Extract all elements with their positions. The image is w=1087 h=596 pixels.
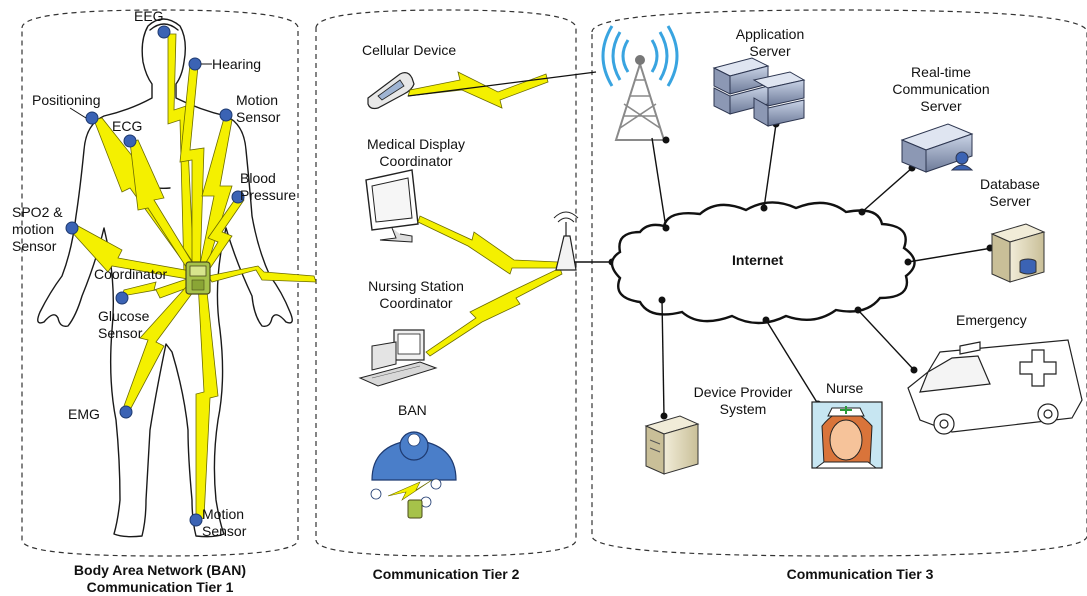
label-hearing: Hearing xyxy=(212,56,262,72)
label-application-server: Application Server xyxy=(735,26,805,59)
tier1-caption: Body Area Network (BAN) Communication Ti… xyxy=(73,562,247,595)
label-motion-upper: Motion Sensor xyxy=(236,92,281,125)
application-server-icon xyxy=(712,57,806,127)
sensor-hearing xyxy=(188,57,202,71)
cell-tower-icon xyxy=(601,25,679,141)
label-coordinator: Coordinator xyxy=(94,266,168,282)
label-medical-display: Medical Display Coordinator xyxy=(366,136,466,169)
label-emergency: Emergency xyxy=(956,312,1027,328)
label-positioning: Positioning xyxy=(32,92,101,108)
sensor-eeg xyxy=(157,25,171,39)
sensor-glucose xyxy=(115,291,129,305)
nurse-icon xyxy=(811,401,883,469)
tier3-caption: Communication Tier 3 xyxy=(786,566,934,582)
tier2-caption: Communication Tier 2 xyxy=(372,566,520,582)
ban-person-icon xyxy=(370,431,457,519)
label-emg: EMG xyxy=(68,406,100,422)
internet-links xyxy=(651,123,993,417)
label-ban: BAN xyxy=(398,402,427,418)
sensor-positioning xyxy=(85,111,99,125)
label-nursing-station: Nursing Station Coordinator xyxy=(368,278,464,311)
sensor-ecg xyxy=(123,134,137,148)
wireless-router-icon xyxy=(553,211,579,271)
sensor-blood-pressure xyxy=(231,190,245,204)
label-realtime-server: Real-time Communication Server xyxy=(892,64,990,114)
tier2-lightning-links xyxy=(407,71,563,357)
label-cellular-device: Cellular Device xyxy=(362,42,457,58)
label-glucose: Glucose Sensor xyxy=(98,308,150,341)
database-server-icon xyxy=(990,223,1046,283)
label-database-server: Database Server xyxy=(980,176,1040,209)
sensor-motion-upper xyxy=(219,108,233,122)
label-spo2: SPO2 & motion Sensor xyxy=(12,204,63,254)
nursing-station-icon xyxy=(358,329,438,387)
ban-lightning-links xyxy=(69,33,317,521)
coordinator-device xyxy=(185,261,211,295)
device-provider-icon xyxy=(644,415,700,475)
sensor-emg xyxy=(119,405,133,419)
label-motion-lower: Motion Sensor xyxy=(202,506,247,539)
label-ecg: ECG xyxy=(112,118,143,134)
label-device-provider: Device Provider System xyxy=(693,384,793,417)
tier3-container xyxy=(591,9,1087,557)
ambulance-icon xyxy=(907,339,1083,435)
medical-display-icon xyxy=(365,169,419,243)
label-internet: Internet xyxy=(732,252,784,268)
cellular-tower-link xyxy=(407,71,597,97)
label-nurse: Nurse xyxy=(826,380,864,396)
label-leaders xyxy=(69,63,212,119)
sensor-motion-lower xyxy=(189,513,203,527)
label-eeg: EEG xyxy=(134,8,164,24)
sensor-spo2 xyxy=(65,221,79,235)
cellular-device-icon xyxy=(367,72,415,110)
tier2-container xyxy=(315,9,577,557)
label-blood-pressure: Blood Pressure xyxy=(240,170,297,203)
internet-cloud xyxy=(610,201,916,325)
realtime-server-icon xyxy=(900,123,974,173)
link-endpoints xyxy=(658,120,994,420)
tier1-container xyxy=(21,9,299,557)
